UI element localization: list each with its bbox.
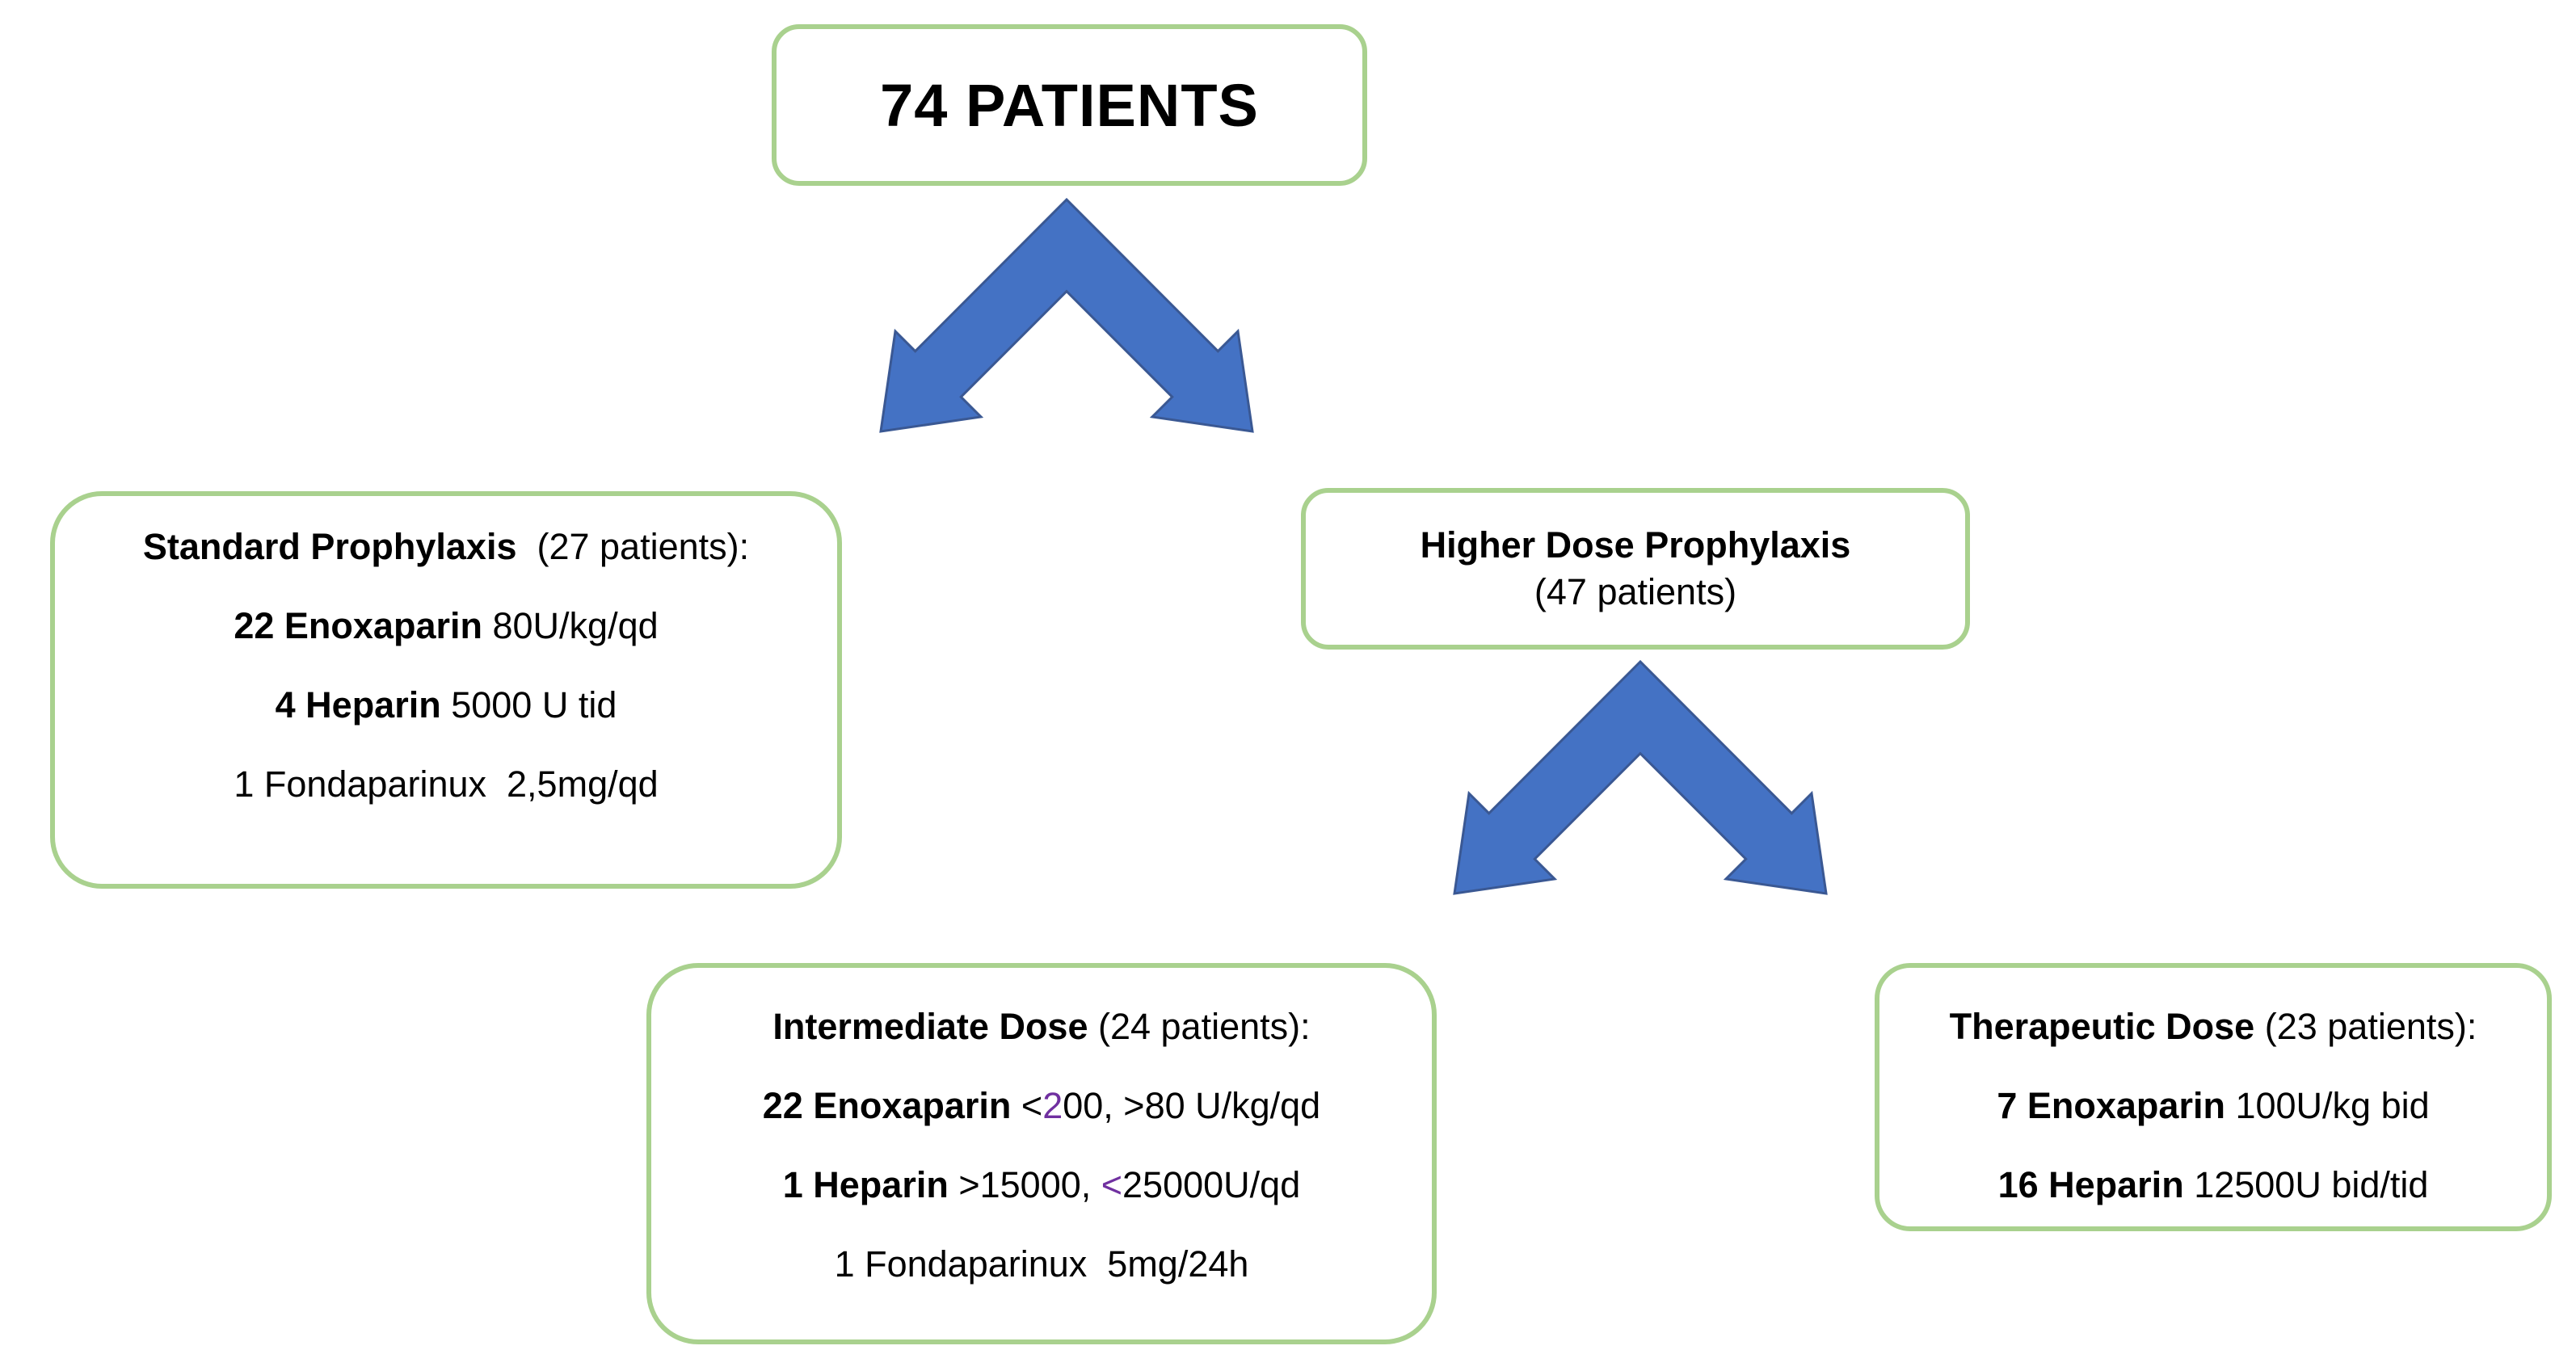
- text-line: Intermediate Dose (24 patients):: [772, 1006, 1311, 1047]
- total-patients-label: 74 PATIENTS: [880, 71, 1259, 139]
- text-line: 1 Fondaparinux 2,5mg/qd: [234, 763, 659, 805]
- node-standard-prophylaxis: Standard Prophylaxis (27 patients): 22 En…: [50, 491, 842, 889]
- text-line: (47 patients): [1534, 571, 1737, 612]
- standard-prophylaxis-text: Standard Prophylaxis (27 patients): 22 En…: [55, 507, 837, 824]
- therapeutic-dose-text: Therapeutic Dose (23 patients): 7 Enoxapa…: [1879, 987, 2547, 1225]
- text-line: 1 Fondaparinux 5mg/24h: [834, 1243, 1249, 1285]
- higher-dose-text: Higher Dose Prophylaxis (47 patients): [1421, 522, 1851, 616]
- node-intermediate-dose: Intermediate Dose (24 patients): 22 Enoxa…: [646, 963, 1437, 1344]
- text-line: Standard Prophylaxis (27 patients):: [142, 526, 750, 567]
- text-line: 22 Enoxaparin 80U/kg/qd: [234, 605, 659, 646]
- text-line: 4 Heparin 5000 U tid: [275, 684, 617, 725]
- node-74-patients: 74 PATIENTS: [772, 24, 1367, 186]
- text-line: Higher Dose Prophylaxis: [1420, 524, 1851, 566]
- lower-split-arrow-icon: [1453, 659, 1828, 895]
- top-split-arrow-icon: [879, 197, 1254, 433]
- node-higher-dose-prophylaxis: Higher Dose Prophylaxis (47 patients): [1301, 488, 1970, 650]
- text-line: 1 Heparin >15000, <25000U/qd: [782, 1164, 1301, 1205]
- text-line: 7 Enoxaparin 100U/kg bid: [1997, 1085, 2430, 1126]
- text-line: 22 Enoxaparin <200, >80 U/kg/qd: [762, 1085, 1321, 1126]
- intermediate-dose-text: Intermediate Dose (24 patients): 22 Enoxa…: [651, 987, 1432, 1304]
- node-therapeutic-dose: Therapeutic Dose (23 patients): 7 Enoxapa…: [1875, 963, 2552, 1231]
- text-line: 16 Heparin 12500U bid/tid: [1997, 1164, 2429, 1205]
- text-line: Therapeutic Dose (23 patients):: [1949, 1006, 2477, 1047]
